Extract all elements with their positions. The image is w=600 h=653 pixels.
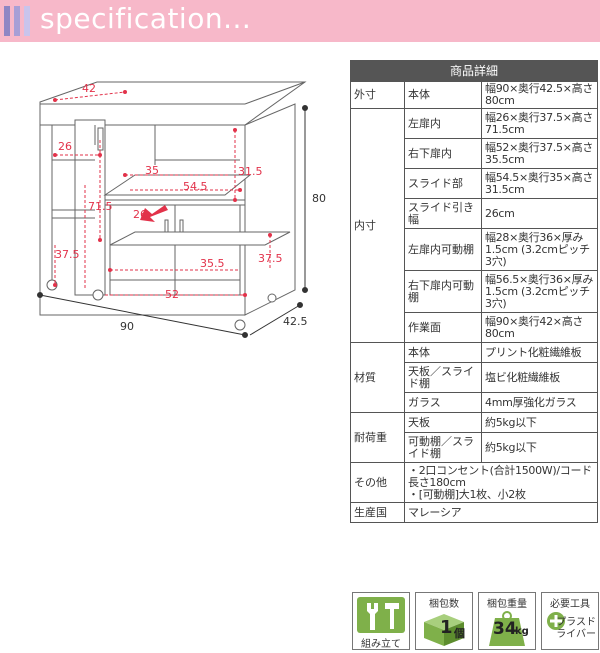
dim-label: 26	[133, 208, 147, 221]
spec-value: 幅54.5×奥行35×高さ31.5cm	[481, 168, 598, 199]
spec-value: 約5kg以下	[481, 412, 598, 433]
spec-value: マレーシア	[404, 502, 598, 523]
spec-item: スライド引き幅	[404, 198, 482, 229]
spec-item: スライド部	[404, 168, 482, 199]
required-tool-label: 必要工具	[550, 599, 590, 610]
spec-value: 幅26×奥行37.5×高さ71.5cm	[481, 108, 598, 139]
package-weight-unit: kg	[515, 626, 529, 637]
package-count-label: 梱包数	[429, 599, 459, 610]
spec-item: 右下扉内可動棚	[404, 270, 482, 313]
spec-value: 塩ビ化粧繊維板	[481, 362, 598, 393]
right-side-panel	[244, 103, 296, 316]
header-stripe	[4, 6, 10, 36]
spec-item: 作業面	[404, 312, 482, 343]
spec-value: 4mm厚強化ガラス	[481, 392, 598, 413]
dim-label: 35	[145, 164, 159, 177]
package-weight-value: 34	[493, 619, 517, 639]
spec-value: 幅28×奥行36×厚み1.5cm (3.2cmピッチ3穴)	[481, 228, 598, 271]
spec-value: 26cm	[481, 198, 598, 229]
spec-item: 天板／スライド棚	[404, 362, 482, 393]
package-weight-badge: 梱包重量 34 kg	[478, 592, 536, 650]
dim-width-label: 90	[120, 320, 134, 333]
spec-category: 内寸	[350, 108, 405, 343]
spec-item: 天板	[404, 412, 482, 433]
spec-item: 本体	[404, 81, 482, 109]
spec-item: 本体	[404, 342, 482, 363]
package-count-unit: 個	[454, 627, 465, 640]
dim-label: 37.5	[258, 252, 283, 265]
section-header: specification...	[0, 0, 600, 42]
dim-height-label: 80	[312, 192, 326, 205]
spec-value: 幅90×奥行42.5×高さ80cm	[481, 81, 598, 109]
spec-value: 幅90×奥行42×高さ80cm	[481, 312, 598, 343]
plus-screwdriver-icon	[547, 612, 565, 630]
spec-item: 可動棚／スライド棚	[404, 432, 482, 463]
spec-category: その他	[350, 462, 405, 503]
dim-label: 31.5	[238, 165, 263, 178]
dimension-diagram: 42 26 31.5 35 54.5 71.5 26 37.5 35.5 37.…	[37, 81, 326, 338]
spec-value: 幅52×奥行37.5×高さ35.5cm	[481, 138, 598, 169]
spec-item: 左扉内	[404, 108, 482, 139]
spec-table: 商品詳細 外寸 本体 幅90×奥行42.5×高さ80cm 内寸 左扉内 幅26×…	[350, 60, 598, 523]
spec-item: 左扉内可動棚	[404, 228, 482, 271]
spec-heading: 商品詳細	[350, 60, 598, 82]
spec-other-line: ・2口コンセント(合計1500W)/コード長さ180cm	[408, 463, 592, 489]
spec-category: 生産国	[350, 502, 405, 523]
required-tool-badge: 必要工具 プラスドライバー	[541, 592, 599, 650]
package-weight-label: 梱包重量	[487, 599, 527, 610]
spec-other-line: ・[可動棚]大1枚、小2枚	[408, 487, 526, 501]
header-stripe	[14, 6, 20, 36]
tools-icon	[357, 597, 405, 633]
spec-value: 約5kg以下	[481, 432, 598, 463]
dim-label: 35.5	[200, 257, 225, 270]
dim-label: 26	[58, 140, 72, 153]
spec-other-value: ・2口コンセント(合計1500W)/コード長さ180cm ・[可動棚]大1枚、小…	[404, 462, 598, 503]
dim-label: 42	[82, 82, 96, 95]
package-count-badge: 梱包数 1 個	[415, 592, 473, 650]
dim-label: 37.5	[55, 248, 80, 261]
spec-value: プリント化粧繊維板	[481, 342, 598, 363]
assembly-label: 組み立て	[361, 639, 401, 650]
assembly-badge: 組み立て	[352, 592, 410, 650]
package-count-value: 1	[440, 617, 453, 638]
spec-value: 幅56.5×奥行36×厚み1.5cm (3.2cmピッチ3穴)	[481, 270, 598, 313]
required-tool-value: プラスドライバー	[556, 617, 596, 640]
spec-category: 耐荷重	[350, 412, 405, 463]
spec-item: 右下扉内	[404, 138, 482, 169]
spec-item: ガラス	[404, 392, 482, 413]
box-icon	[424, 614, 464, 646]
dim-depth-label: 42.5	[283, 315, 308, 328]
package-badges: 組み立て 梱包数 1 個 梱包重量 34 kg 必要工具 プラスドライバー	[352, 592, 599, 650]
spec-category: 外寸	[350, 81, 405, 109]
section-title: specification...	[40, 2, 252, 35]
weight-icon	[489, 611, 525, 646]
dim-label: 52	[165, 288, 179, 301]
slide-arrow-icon	[140, 205, 168, 222]
header-stripe	[24, 6, 30, 36]
spec-category: 材質	[350, 342, 405, 413]
dim-label: 54.5	[183, 180, 208, 193]
dim-label: 71.5	[88, 200, 113, 213]
